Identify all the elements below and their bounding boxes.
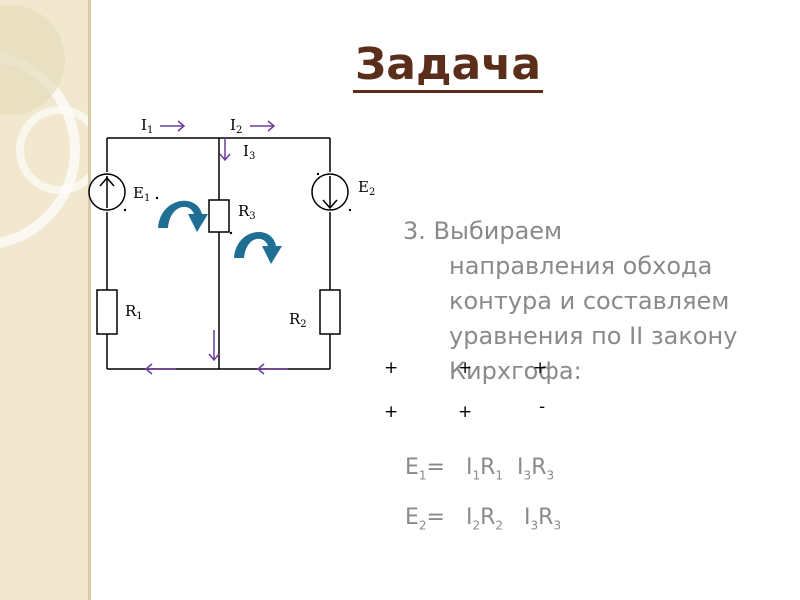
loop-arrow-1 [158, 200, 208, 232]
step-line-2: направления обхода [449, 252, 713, 280]
middle-down-arrow [208, 330, 220, 362]
sign-plus-1: + [384, 358, 399, 378]
sign-plus-3: + [533, 358, 548, 378]
resistor-r3 [208, 199, 230, 233]
label-r3: R3 [238, 202, 256, 222]
label-r1: R1 [125, 302, 143, 322]
i1-arrow [160, 120, 186, 132]
step-line-5: Кирхгофа: [449, 357, 582, 385]
source-e2 [311, 173, 349, 211]
circuit-wires [106, 137, 331, 370]
sign-minus-6: - [539, 397, 546, 417]
label-i3: I3 [243, 142, 255, 162]
decorative-circles [0, 5, 88, 248]
bottom-right-arrow [256, 363, 288, 375]
i3-arrow [219, 138, 231, 162]
current-arrows [144, 120, 288, 375]
step-text: 3. Выбираем направления обхода контура и… [403, 214, 793, 389]
sign-plus-5: + [458, 402, 473, 422]
resistor-r2 [319, 289, 341, 335]
i2-arrow [250, 120, 276, 132]
label-e2: E2 [358, 178, 375, 198]
label-i1: I1 [141, 116, 153, 136]
source-e1 [88, 173, 126, 211]
step-line-4: уравнения по II закону [449, 322, 738, 350]
label-i2: I2 [230, 116, 242, 136]
label-r2: R2 [289, 310, 307, 330]
equation-2: E2= I2R2 I3R3 [405, 505, 562, 533]
loop-arrow-2 [234, 232, 282, 264]
bottom-left-arrow [144, 363, 176, 375]
step-line-1: 3. Выбираем [403, 217, 563, 245]
equation-1: E1= I1R1 I3R3 [405, 455, 555, 483]
sign-plus-4: + [384, 402, 399, 422]
label-e1: E1 [133, 184, 150, 204]
step-line-3: контура и составляем [449, 287, 730, 315]
slide-title: Задача [353, 40, 544, 93]
resistor-r1 [96, 289, 118, 335]
sign-plus-2: + [458, 358, 473, 378]
left-decorative-strip [0, 0, 91, 600]
